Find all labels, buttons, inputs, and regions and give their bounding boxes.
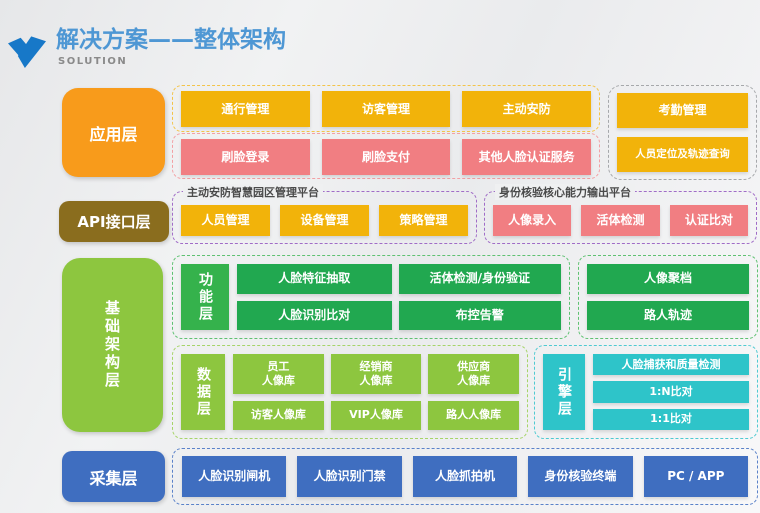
policy-management-box: 策略管理	[379, 205, 468, 236]
y-check-logo-icon	[8, 36, 46, 73]
layer-label-api: API接口层	[59, 201, 169, 242]
supplier-face-db-box: 供应商 人像库	[428, 354, 519, 394]
access-management-box: 通行管理	[181, 91, 310, 127]
engine-layer-group: 引擎层 人脸捕获和质量检测 1:N比对 1:1比对	[534, 345, 758, 439]
portrait-entry-box: 人像录入	[493, 205, 572, 236]
personnel-management-box: 人员管理	[181, 205, 270, 236]
page-subtitle: SOLUTION	[58, 56, 128, 67]
collection-layer-group: 人脸识别闸机 人脸识别门禁 人脸抓拍机 身份核验终端 PC / APP	[172, 448, 758, 505]
one-to-one-comparison-box: 1:1比对	[593, 408, 749, 430]
face-feature-extraction-box: 人脸特征抽取	[237, 264, 392, 294]
data-layer-label-text: 数据层	[195, 366, 211, 418]
visitor-face-db-box: 访客人像库	[233, 400, 324, 430]
engine-layer-label-text: 引擎层	[556, 366, 572, 418]
function-layer-side-group: 人像聚档 路人轨迹	[578, 255, 758, 339]
surveillance-alert-box: 布控告警	[398, 300, 561, 330]
function-layer-label: 功能层	[181, 264, 229, 330]
attendance-management-box: 考勤管理	[617, 93, 748, 128]
layer-label-collection: 采集层	[62, 451, 165, 502]
liveness-detection-box: 活体检测	[581, 205, 660, 236]
face-recognition-access-box: 人脸识别门禁	[297, 456, 402, 497]
face-recognition-comparison-box: 人脸识别比对	[237, 300, 392, 330]
face-capture-quality-detection-box: 人脸捕获和质量检测	[593, 354, 749, 376]
passerby-trajectory-box: 路人轨迹	[587, 300, 749, 330]
face-login-box: 刷脸登录	[181, 139, 310, 175]
layer-label-infrastructure-text: 基础架构层	[103, 300, 121, 390]
face-recognition-gate-box: 人脸识别闸机	[182, 456, 287, 497]
api-identity-platform-group: 身份核验核心能力输出平台 人像录入 活体检测 认证比对	[484, 184, 757, 244]
auth-comparison-box: 认证比对	[669, 205, 748, 236]
face-capture-camera-box: 人脸抓拍机	[412, 456, 518, 497]
personnel-location-trajectory-box: 人员定位及轨迹查询	[617, 137, 748, 172]
pc-app-box: PC / APP	[643, 456, 749, 497]
identity-verification-terminal-box: 身份核验终端	[528, 456, 633, 497]
application-side-group: 考勤管理 人员定位及轨迹查询	[608, 85, 757, 180]
vip-face-db-box: VIP人像库	[330, 400, 422, 430]
proactive-security-box: 主动安防	[462, 91, 592, 127]
data-layer-label: 数据层	[181, 354, 225, 430]
employee-face-db-box: 员工 人像库	[233, 354, 324, 394]
application-face-group: 刷脸登录 刷脸支付 其他人脸认证服务	[172, 133, 600, 179]
api-park-platform-group: 主动安防智慧园区管理平台 人员管理 设备管理 策略管理	[172, 184, 477, 244]
function-layer-label-text: 功能层	[197, 271, 213, 323]
visitor-management-box: 访客管理	[321, 91, 451, 127]
other-face-auth-services-box: 其他人脸认证服务	[462, 139, 592, 175]
api-identity-platform-caption: 身份核验核心能力输出平台	[495, 184, 635, 200]
device-management-box: 设备管理	[280, 205, 369, 236]
application-access-group: 通行管理 访客管理 主动安防	[172, 85, 600, 132]
layer-label-application: 应用层	[62, 88, 165, 177]
data-layer-group: 数据层 员工 人像库 经销商 人像库 供应商 人像库 访客人像库 VIP人像库 …	[172, 345, 528, 439]
function-layer-group: 功能层 人脸特征抽取 活体检测/身份验证 人脸识别比对 布控告警	[172, 255, 570, 339]
page-title: 解决方案——整体架构	[56, 27, 286, 53]
face-payment-box: 刷脸支付	[321, 139, 451, 175]
liveness-identity-verification-box: 活体检测/身份验证	[398, 264, 561, 294]
engine-layer-label: 引擎层	[543, 354, 585, 430]
portrait-archiving-box: 人像聚档	[587, 264, 749, 294]
passerby-face-db-box: 路人人像库	[428, 400, 519, 430]
api-park-platform-caption: 主动安防智慧园区管理平台	[183, 184, 323, 200]
one-to-n-comparison-box: 1:N比对	[593, 381, 749, 403]
dealer-face-db-box: 经销商 人像库	[330, 354, 422, 394]
layer-label-infrastructure: 基础架构层	[62, 258, 163, 432]
